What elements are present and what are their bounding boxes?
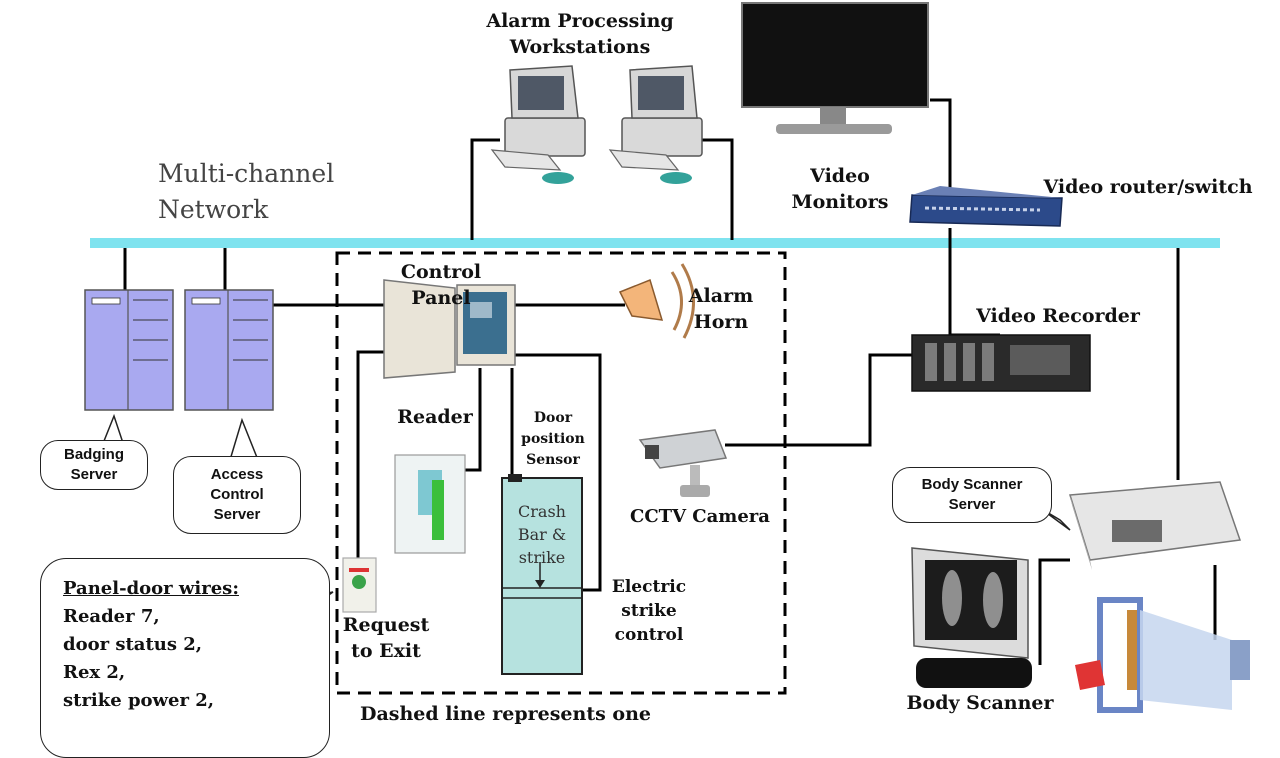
- video-monitor-icon: [741, 2, 929, 134]
- body-scanner-display-icon: [911, 547, 1032, 688]
- video-monitors-label-line2: Monitors: [791, 191, 889, 213]
- network-label-line1: Multi-channel: [158, 159, 335, 188]
- alarm-horn-label-line2: Horn: [693, 311, 749, 333]
- crash-bar-label-line3: strike: [518, 548, 566, 567]
- cctv-camera-icon: [638, 429, 728, 497]
- door-sensor-label-line2: position: [521, 431, 585, 447]
- wire-panel-strike: [515, 353, 602, 592]
- badging-server-label-line1: Badging: [64, 446, 124, 463]
- request-exit-label-line1: Request: [342, 614, 430, 636]
- crash-bar-label: Crash Bar & strike: [506, 500, 578, 569]
- workstations-label-line1: Alarm Processing: [486, 10, 674, 32]
- video-recorder-icon: [911, 334, 1091, 392]
- reader-label: Reader: [397, 406, 473, 428]
- wire-panel-rex: [356, 350, 387, 565]
- wire-workstation-1: [470, 138, 500, 240]
- network-label: Multi-channel Network: [158, 156, 334, 228]
- body-scanner-server-label-line1: Body Scanner: [921, 476, 1023, 493]
- panel-door-wires-note: Panel-door wires: Reader 7, door status …: [40, 558, 330, 758]
- network-label-line2: Network: [158, 195, 269, 224]
- access-server-label-line1: Access: [210, 466, 264, 483]
- notes-line-strike-power: strike power 2,: [63, 690, 215, 711]
- door-sensor-label: Door position Sensor: [516, 408, 590, 471]
- crash-bar-label-line1: Crash: [518, 502, 566, 521]
- reader-icon: [394, 454, 466, 554]
- wire-monitor-router: [930, 98, 952, 195]
- footer-text: Dashed line represents one: [360, 703, 651, 725]
- video-router-icon: [909, 186, 1063, 227]
- access-server-icon: [184, 289, 274, 411]
- workstation-2-icon: [608, 65, 703, 184]
- control-panel-icon: [383, 279, 516, 379]
- crash-bar-label-line2: Bar &: [517, 525, 567, 544]
- video-monitors-label: Video Monitors: [780, 163, 900, 215]
- door-sensor-label-line1: Door: [533, 410, 573, 426]
- access-server-label-line3: Server: [213, 506, 261, 523]
- notes-line-door-status: door status 2,: [63, 634, 203, 655]
- workstations-label-line2: Workstations: [509, 36, 651, 58]
- badging-server-label-line2: Server: [70, 466, 118, 483]
- badging-server-icon: [84, 289, 174, 411]
- electric-strike-label: Electric strike control: [604, 575, 694, 647]
- notes-line-reader: Reader 7,: [63, 606, 160, 627]
- electric-strike-label-line2: strike: [621, 601, 677, 621]
- diagram-canvas: [84, 2, 1250, 713]
- wire-panel-reader: [462, 368, 482, 472]
- door-icon: [501, 474, 583, 675]
- door-boundary-dashed: [335, 251, 787, 695]
- access-server-callout: Access Control Server: [173, 456, 301, 534]
- video-recorder-label: Video Recorder: [976, 305, 1140, 327]
- alarm-horn-label: Alarm Horn: [686, 283, 756, 335]
- alarm-horn-label-line1: Alarm: [688, 285, 754, 307]
- video-router-label: Video router/switch: [1043, 176, 1253, 198]
- wire-workstation-2: [700, 138, 734, 240]
- wire-server-scanner: [1038, 558, 1070, 665]
- workstation-1-icon: [490, 65, 586, 184]
- scanner-portal-icon: [1075, 597, 1250, 713]
- door-sensor-label-line3: Sensor: [526, 452, 580, 468]
- workstations-label: Alarm Processing Workstations: [470, 8, 690, 60]
- alarm-horn-icon: [618, 263, 695, 339]
- body-scanner-server-callout: Body Scanner Server: [892, 467, 1052, 523]
- body-scanner-server-icon: [1069, 481, 1242, 570]
- request-exit-label-line2: to Exit: [351, 640, 421, 662]
- video-monitors-label-line1: Video: [810, 165, 870, 187]
- access-server-label-line2: Control: [210, 486, 264, 503]
- badging-server-callout: Badging Server: [40, 440, 148, 490]
- electric-strike-label-line3: control: [614, 625, 684, 645]
- electric-strike-label-line1: Electric: [611, 577, 687, 597]
- notes-line-rex: Rex 2,: [63, 662, 126, 683]
- network-bus: [90, 238, 1220, 248]
- body-scanner-label: Body Scanner: [906, 692, 1054, 714]
- control-panel-label: Control Panel: [400, 261, 482, 309]
- body-scanner-server-label-line2: Server: [948, 496, 996, 513]
- notes-heading: Panel-door wires:: [63, 578, 239, 599]
- request-exit-icon: [342, 557, 377, 613]
- request-exit-label: Request to Exit: [336, 612, 436, 664]
- cctv-label: CCTV Camera: [630, 506, 770, 527]
